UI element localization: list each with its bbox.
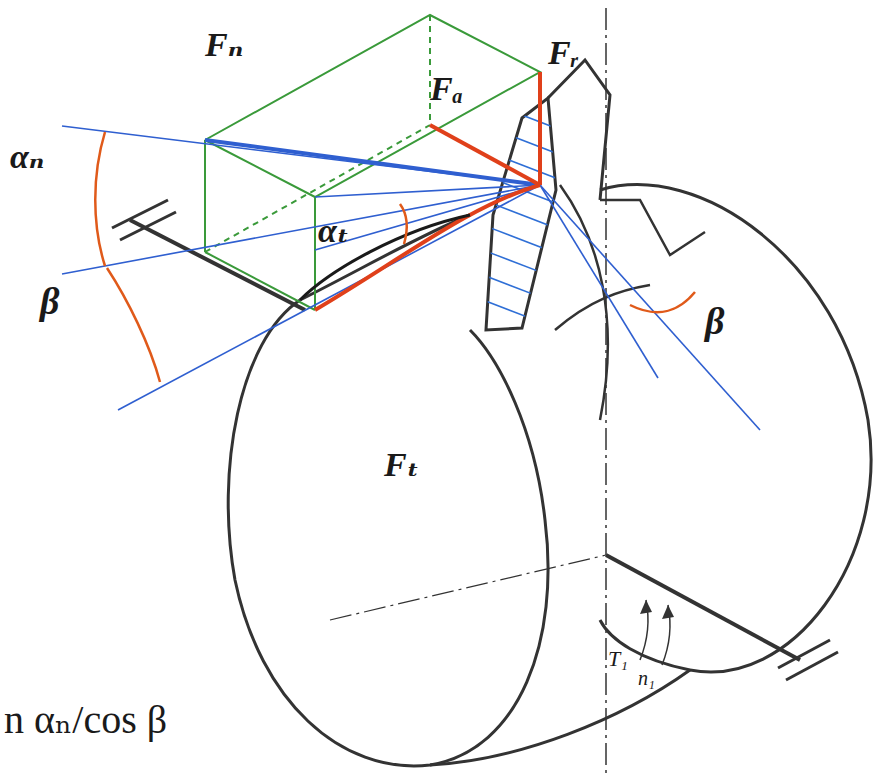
angle-label: αₜ bbox=[318, 214, 349, 248]
hatch-line bbox=[470, 270, 600, 320]
formula-text: n αₙ/cos β bbox=[4, 700, 167, 740]
centre-line bbox=[330, 555, 606, 620]
angle-arc bbox=[400, 204, 407, 244]
force-label: Fₙ bbox=[205, 28, 243, 62]
bearing-mark bbox=[778, 640, 830, 668]
box-edge bbox=[205, 252, 315, 310]
force-label: Fₜ bbox=[384, 448, 419, 482]
angle-arc bbox=[107, 268, 160, 382]
hatch-line bbox=[470, 95, 600, 145]
tooth-top bbox=[548, 60, 610, 200]
gear-front-face bbox=[228, 300, 548, 766]
axis-line bbox=[62, 185, 540, 274]
construction-lines bbox=[62, 126, 760, 430]
angle-label: β bbox=[40, 282, 59, 320]
angle-label: αₙ bbox=[10, 140, 44, 174]
bearing-mark bbox=[112, 200, 168, 228]
speed-label: n₁ bbox=[638, 668, 655, 688]
hatch-line bbox=[470, 295, 600, 345]
normal-force-vector bbox=[205, 140, 540, 185]
gear-back-face bbox=[600, 185, 871, 672]
bearing-mark bbox=[786, 652, 838, 680]
arrow-head bbox=[662, 605, 674, 619]
hatch-line bbox=[470, 195, 600, 245]
force-box bbox=[205, 15, 540, 310]
helix-line bbox=[118, 185, 540, 410]
force-label: Fᵣ bbox=[548, 36, 578, 70]
pitch-arc bbox=[300, 215, 470, 300]
box-edge bbox=[314, 197, 316, 310]
radial-force bbox=[538, 72, 542, 185]
angle-label: β bbox=[705, 302, 724, 340]
force-components bbox=[315, 72, 540, 310]
tooth-side bbox=[600, 200, 705, 255]
box-edge bbox=[204, 140, 206, 252]
angle-arcs bbox=[95, 132, 695, 382]
tangential-force bbox=[315, 185, 540, 310]
hatch-line bbox=[470, 220, 600, 270]
tooth-line bbox=[540, 185, 658, 378]
tooth-line bbox=[540, 185, 760, 430]
box-top bbox=[205, 15, 540, 197]
angle-arc bbox=[630, 292, 695, 312]
force-label: Fₐ bbox=[430, 72, 463, 106]
bearing-mark bbox=[120, 212, 176, 240]
gear-helix-line bbox=[560, 185, 608, 420]
tooth-hatching bbox=[470, 95, 600, 345]
normal-line bbox=[62, 126, 540, 185]
angle-arc bbox=[95, 132, 105, 266]
torque-label: T₁ bbox=[608, 648, 628, 670]
hatch-line bbox=[470, 120, 600, 170]
shaft-right bbox=[606, 555, 800, 660]
axial-force bbox=[430, 125, 540, 185]
box-hidden-edge bbox=[429, 15, 431, 125]
arrow-head bbox=[640, 600, 652, 614]
